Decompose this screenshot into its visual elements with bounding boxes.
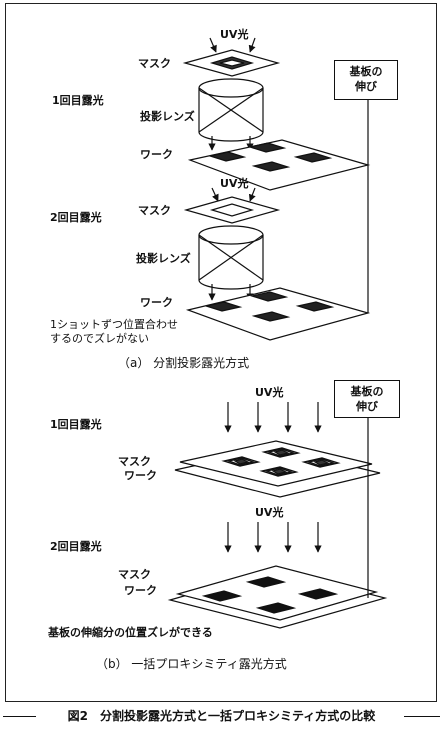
panel-a-title: （a） 分割投影露光方式 [118, 356, 250, 370]
first-exposure-label: 1回目露光 [52, 94, 104, 107]
exposed-area [245, 576, 287, 588]
mask-label-2: マスク [138, 204, 171, 217]
mask-plate [179, 440, 373, 487]
work-label-b: ワーク [124, 469, 157, 482]
uv-arrow [248, 37, 256, 53]
mask-label: マスク [138, 57, 171, 70]
uv-label-b: UV光 [255, 386, 284, 399]
uv-arrow [209, 37, 217, 53]
die [293, 152, 333, 163]
substrate-box-b-line-1: 基板の [350, 385, 384, 398]
panel-b-second-exposure [167, 470, 388, 629]
uv-label: UV光 [220, 28, 249, 41]
die [247, 142, 287, 153]
panel-b-title: （b） 一括プロキシミティ露光方式 [96, 657, 287, 671]
mask-label-b-2: マスク [118, 568, 151, 581]
figure-frame [5, 3, 437, 702]
caption-rule-left [3, 716, 36, 717]
second-exposure-label-b: 2回目露光 [50, 540, 102, 553]
caption-text: 図2 分割投影露光方式と一括プロキシミティ方式の比較 [67, 709, 376, 723]
work-label-b-2: ワーク [124, 584, 157, 597]
mask-label-b: マスク [118, 455, 151, 468]
figure-caption: 図2 分割投影露光方式と一括プロキシミティ方式の比較 [0, 704, 443, 728]
die [251, 161, 291, 172]
substrate-box-b-line-2: 伸び [356, 400, 378, 413]
work-label-2: ワーク [140, 296, 173, 309]
substrate-box-line-2: 伸び [355, 80, 377, 93]
uv-label-2: UV光 [220, 177, 249, 190]
note-b: 基板の伸縮分の位置ズレができる [48, 626, 213, 639]
work-label: ワーク [140, 148, 173, 161]
uv-arrow [211, 187, 219, 202]
mask-plate [175, 565, 379, 621]
lens-label-2: 投影レンズ [136, 252, 191, 265]
lens-label: 投影レンズ [140, 110, 195, 123]
panel-b-first-exposure [174, 402, 381, 498]
mask-plate [183, 196, 281, 224]
uv-arrow [248, 187, 256, 202]
first-exposure-label-b: 1回目露光 [50, 418, 102, 431]
substrate-box-line-1: 基板の [349, 65, 383, 78]
substrate-stretch-box-b: 基板の 伸び [334, 380, 400, 418]
panel-a-first-exposure [182, 37, 371, 191]
caption-rule-right [404, 716, 440, 717]
note-line-1: 1ショットずつ位置合わせ [50, 318, 178, 331]
note-line-2: するのでズレがない [50, 332, 149, 345]
uv-label-b-2: UV光 [255, 506, 284, 519]
substrate-stretch-box: 基板の 伸び [334, 60, 398, 100]
second-exposure-label: 2回目露光 [50, 211, 102, 224]
panel-a-second-exposure [183, 165, 371, 341]
die [207, 151, 247, 162]
